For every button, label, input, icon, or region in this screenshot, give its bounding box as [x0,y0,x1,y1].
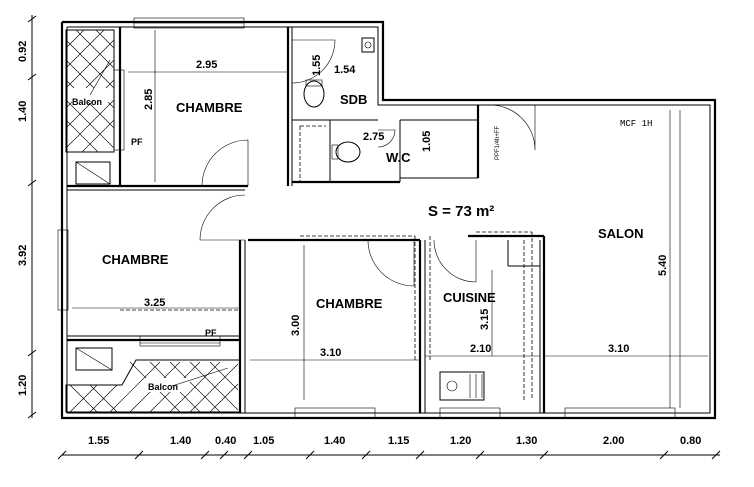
bottom-dim-3: 0.40 [215,435,236,447]
bottom-dim-4: 1.05 [253,435,274,447]
bottom-dim-7: 1.20 [450,435,471,447]
room-balcon-top: Balcon [72,97,102,107]
pf-label-top: PF [131,137,143,147]
mcf-label: MCF 1H [620,119,652,129]
bottom-dim-2: 1.40 [170,435,191,447]
dim-chambre-mid-width: 3.10 [320,347,341,359]
shafts [75,161,113,371]
dim-sdb-a: 1.54 [334,64,356,76]
dim-chambre-top-width: 2.95 [196,59,217,71]
left-dim-4: 1.20 [17,375,29,396]
room-cuisine: CUISINE [443,290,496,305]
bottom-dim-9: 2.00 [603,435,624,447]
room-wc: W.C [386,150,411,165]
dim-chambre-mid-height: 3.00 [290,315,302,336]
dim-salon-width: 3.10 [608,343,629,355]
room-chambre-top: CHAMBRE [176,100,243,115]
interior-walls [67,27,681,413]
room-chambre-left: CHAMBRE [102,252,169,267]
fixtures [303,37,485,401]
dashed-lines [120,125,540,400]
dim-salon-height: 5.40 [657,255,669,276]
left-dim-2: 1.40 [17,101,29,122]
bottom-dim-8: 1.30 [516,435,537,447]
dim-chambre-top-height: 2.85 [143,89,155,110]
outer-walls [60,20,717,420]
bottom-dim-1: 1.55 [88,435,109,447]
area-label: S = 73 m² [428,203,494,220]
windows [57,17,676,419]
bottom-dim-6: 1.15 [388,435,409,447]
room-salon: SALON [598,226,644,241]
dim-wc-width: 2.75 [363,131,384,143]
inner-dimension-lines [72,30,708,408]
left-dimension-line [27,15,37,419]
room-sdb: SDB [340,92,367,107]
door-swings [199,39,536,287]
pf-label-bottom: PF [205,328,217,338]
dim-chambre-left-width: 3.25 [144,297,165,309]
left-dim-1: 0.92 [17,41,29,62]
balcony-top [65,29,115,153]
bottom-dim-5: 1.40 [324,435,345,447]
bottom-dim-10: 0.80 [680,435,701,447]
ppf-label: PPF1/4h+FF [495,125,501,160]
dim-cuisine-width: 2.10 [470,343,491,355]
dim-cuisine-height: 3.15 [479,309,491,330]
room-balcon-bottom: Balcon [148,382,178,392]
bottom-dimension-line [57,450,721,460]
dim-wc-height: 1.05 [421,131,433,152]
left-dim-3: 3.92 [17,245,29,266]
room-chambre-mid: CHAMBRE [316,296,383,311]
dim-sdb-b: 1.55 [311,55,323,76]
